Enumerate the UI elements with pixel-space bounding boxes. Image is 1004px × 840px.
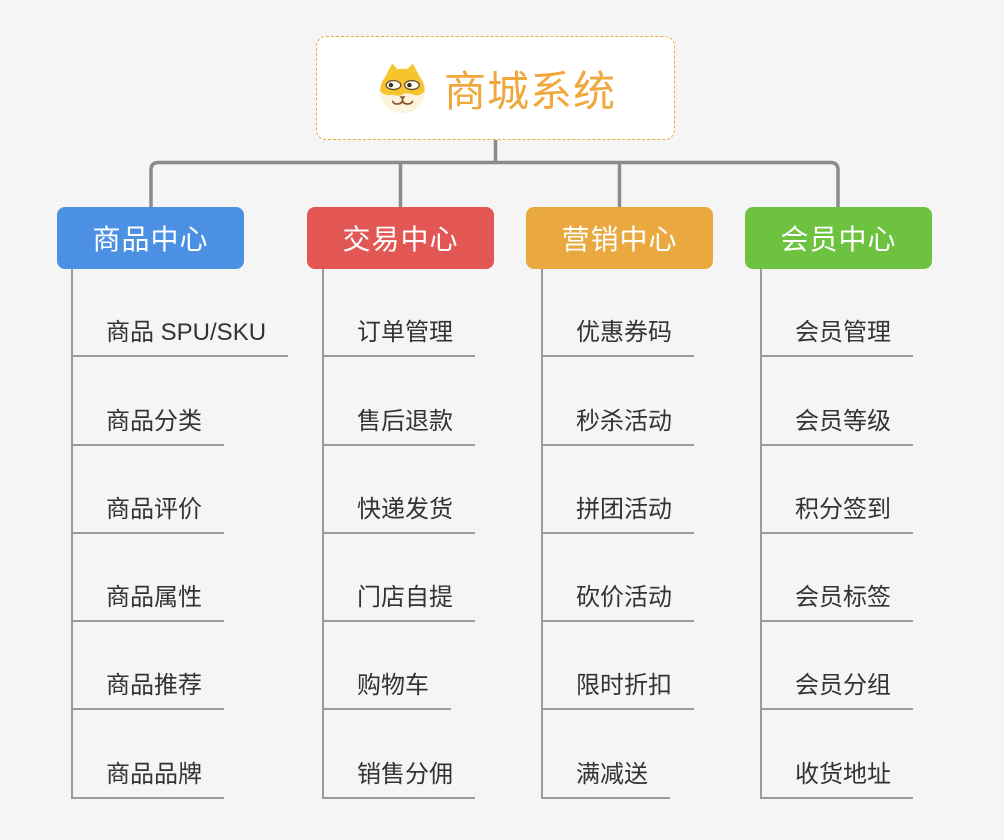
sub-topic[interactable]: 商品分类 (73, 357, 288, 446)
branch-label: 会员中心 (780, 224, 897, 255)
sub-topic[interactable]: 商品评价 (73, 446, 288, 534)
sub-topic[interactable]: 限时折扣 (543, 622, 694, 711)
sub-topic[interactable]: 快递发货 (324, 446, 475, 534)
sub-topic[interactable]: 销售分佣 (324, 710, 475, 799)
sub-topic[interactable]: 满减送 (543, 710, 694, 799)
shiba-dog-icon (380, 63, 425, 113)
sub-topic[interactable]: 售后退款 (324, 357, 475, 446)
sub-topic[interactable]: 商品推荐 (73, 622, 288, 711)
sub-topic[interactable]: 会员管理 (762, 269, 913, 358)
branch-label: 交易中心 (342, 224, 459, 255)
sub-topic[interactable]: 会员等级 (762, 357, 913, 446)
branch-label: 商品中心 (92, 224, 209, 255)
sub-topic[interactable]: 砍价活动 (543, 534, 694, 622)
branch-marketing-center[interactable]: 营销中心 (526, 207, 713, 269)
sub-topic[interactable]: 秒杀活动 (543, 357, 694, 446)
marketing-center-items: 优惠券码 秒杀活动 拼团活动 砍价活动 限时折扣 满减送 (541, 269, 694, 799)
branch-product-center[interactable]: 商品中心 (57, 207, 244, 269)
trade-center-items: 订单管理 售后退款 快递发货 门店自提 购物车 销售分佣 (322, 269, 475, 799)
branch-member-center[interactable]: 会员中心 (745, 207, 932, 269)
sub-topic[interactable]: 商品品牌 (73, 710, 288, 799)
member-center-items: 会员管理 会员等级 积分签到 会员标签 会员分组 收货地址 (760, 269, 913, 799)
sub-topic[interactable]: 拼团活动 (543, 446, 694, 534)
sub-topic[interactable]: 门店自提 (324, 534, 475, 622)
product-center-items: 商品 SPU/SKU 商品分类 商品评价 商品属性 商品推荐 商品品牌 (71, 269, 289, 799)
root-topic[interactable]: 商城系统 (316, 36, 675, 140)
sub-topic[interactable]: 商品属性 (73, 534, 288, 622)
sub-topic[interactable]: 订单管理 (324, 269, 475, 358)
branch-label: 营销中心 (561, 224, 678, 255)
sub-topic[interactable]: 购物车 (324, 622, 475, 711)
sub-topic[interactable]: 积分签到 (762, 446, 913, 534)
branch-trade-center[interactable]: 交易中心 (307, 207, 494, 269)
sub-topic[interactable]: 优惠券码 (543, 269, 694, 358)
sub-topic[interactable]: 商品 SPU/SKU (73, 269, 289, 358)
sub-topic[interactable]: 会员标签 (762, 534, 913, 622)
sub-topic[interactable]: 会员分组 (762, 622, 913, 711)
sub-topic[interactable]: 收货地址 (762, 710, 913, 799)
root-topic-title: 商城系统 (443, 67, 616, 115)
